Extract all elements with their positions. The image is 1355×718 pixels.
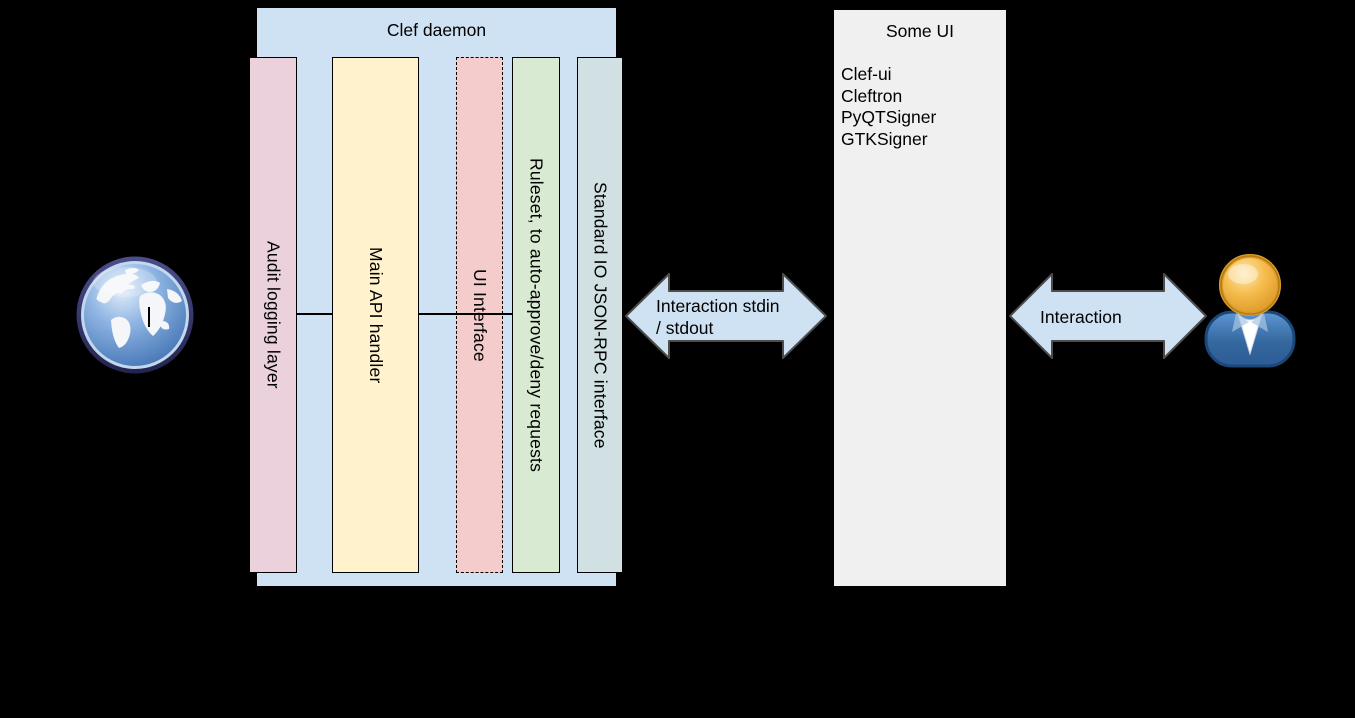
some-ui-list: Clef-ui Cleftron PyQTSigner GTKSigner <box>841 64 1001 151</box>
bar-label: Standard IO JSON-RPC interface <box>590 181 611 449</box>
clef-daemon-container <box>256 7 617 587</box>
bar-audit-logging-layer: Audit logging layer <box>249 57 297 573</box>
ui-list-item: Clef-ui <box>841 64 892 84</box>
arrow-label-stdin-stdout: Interaction stdin / stdout <box>656 295 816 339</box>
bar-ruleset: Ruleset, to auto-approve/deny requests <box>512 57 560 573</box>
user-icon <box>1202 252 1298 368</box>
bidirectional-arrow-interaction <box>1008 271 1208 361</box>
bar-label: Ruleset, to auto-approve/deny requests <box>526 157 547 473</box>
bar-label: UI Interface <box>470 268 490 362</box>
bar-label: Audit logging layer <box>263 241 284 389</box>
ui-list-item: Cleftron <box>841 85 903 106</box>
bar-standard-io-jsonrpc: Standard IO JSON-RPC interface <box>577 57 623 573</box>
clef-daemon-title: Clef daemon <box>386 20 487 40</box>
ui-list-item: PyQTSigner <box>841 107 937 128</box>
bar-label: Main API handler <box>366 246 386 384</box>
arrow-label-line2: / stdout <box>656 318 714 338</box>
arrow-label-line1: Interaction stdin <box>656 296 780 316</box>
globe-anchor-mark <box>148 307 150 327</box>
bar-ui-interface: UI Interface <box>456 57 503 573</box>
some-ui-title: Some UI <box>885 21 955 41</box>
ui-list-item: GTKSigner <box>841 129 928 150</box>
some-ui-box <box>833 9 1007 587</box>
bar-main-api-handler: Main API handler <box>332 57 419 573</box>
connector-line-segment <box>418 313 513 315</box>
connector-line-segment <box>296 313 332 315</box>
globe-icon <box>75 255 195 375</box>
arrow-label-interaction: Interaction <box>1040 307 1122 327</box>
bidirectional-arrow-stdin-stdout <box>624 272 828 360</box>
